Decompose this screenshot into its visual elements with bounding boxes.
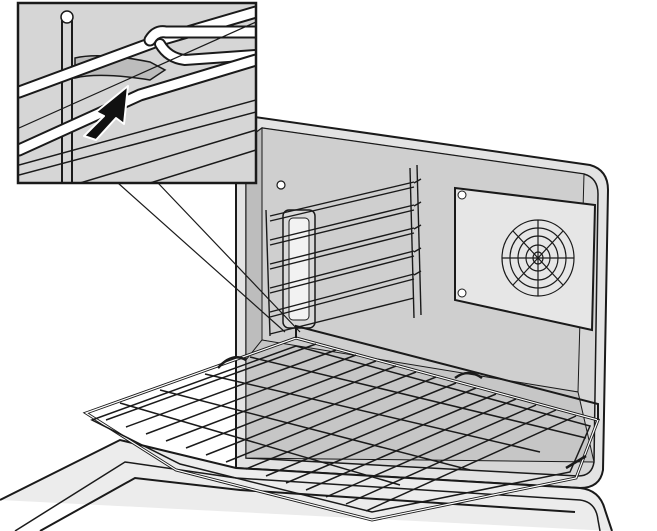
detail-inset (16, 1, 258, 185)
oven-light-icon (282, 209, 316, 329)
wire-rack (82, 324, 600, 522)
oven-cavity (235, 115, 610, 490)
wall-screw (276, 180, 286, 190)
fan-cover (454, 186, 597, 332)
fan-grille (501, 219, 575, 297)
convection-fan-icon (454, 186, 597, 332)
rack-supports (265, 164, 422, 337)
callout-lines (117, 182, 301, 333)
oven-door (0, 438, 613, 531)
push-arrow-icon (83, 85, 129, 141)
